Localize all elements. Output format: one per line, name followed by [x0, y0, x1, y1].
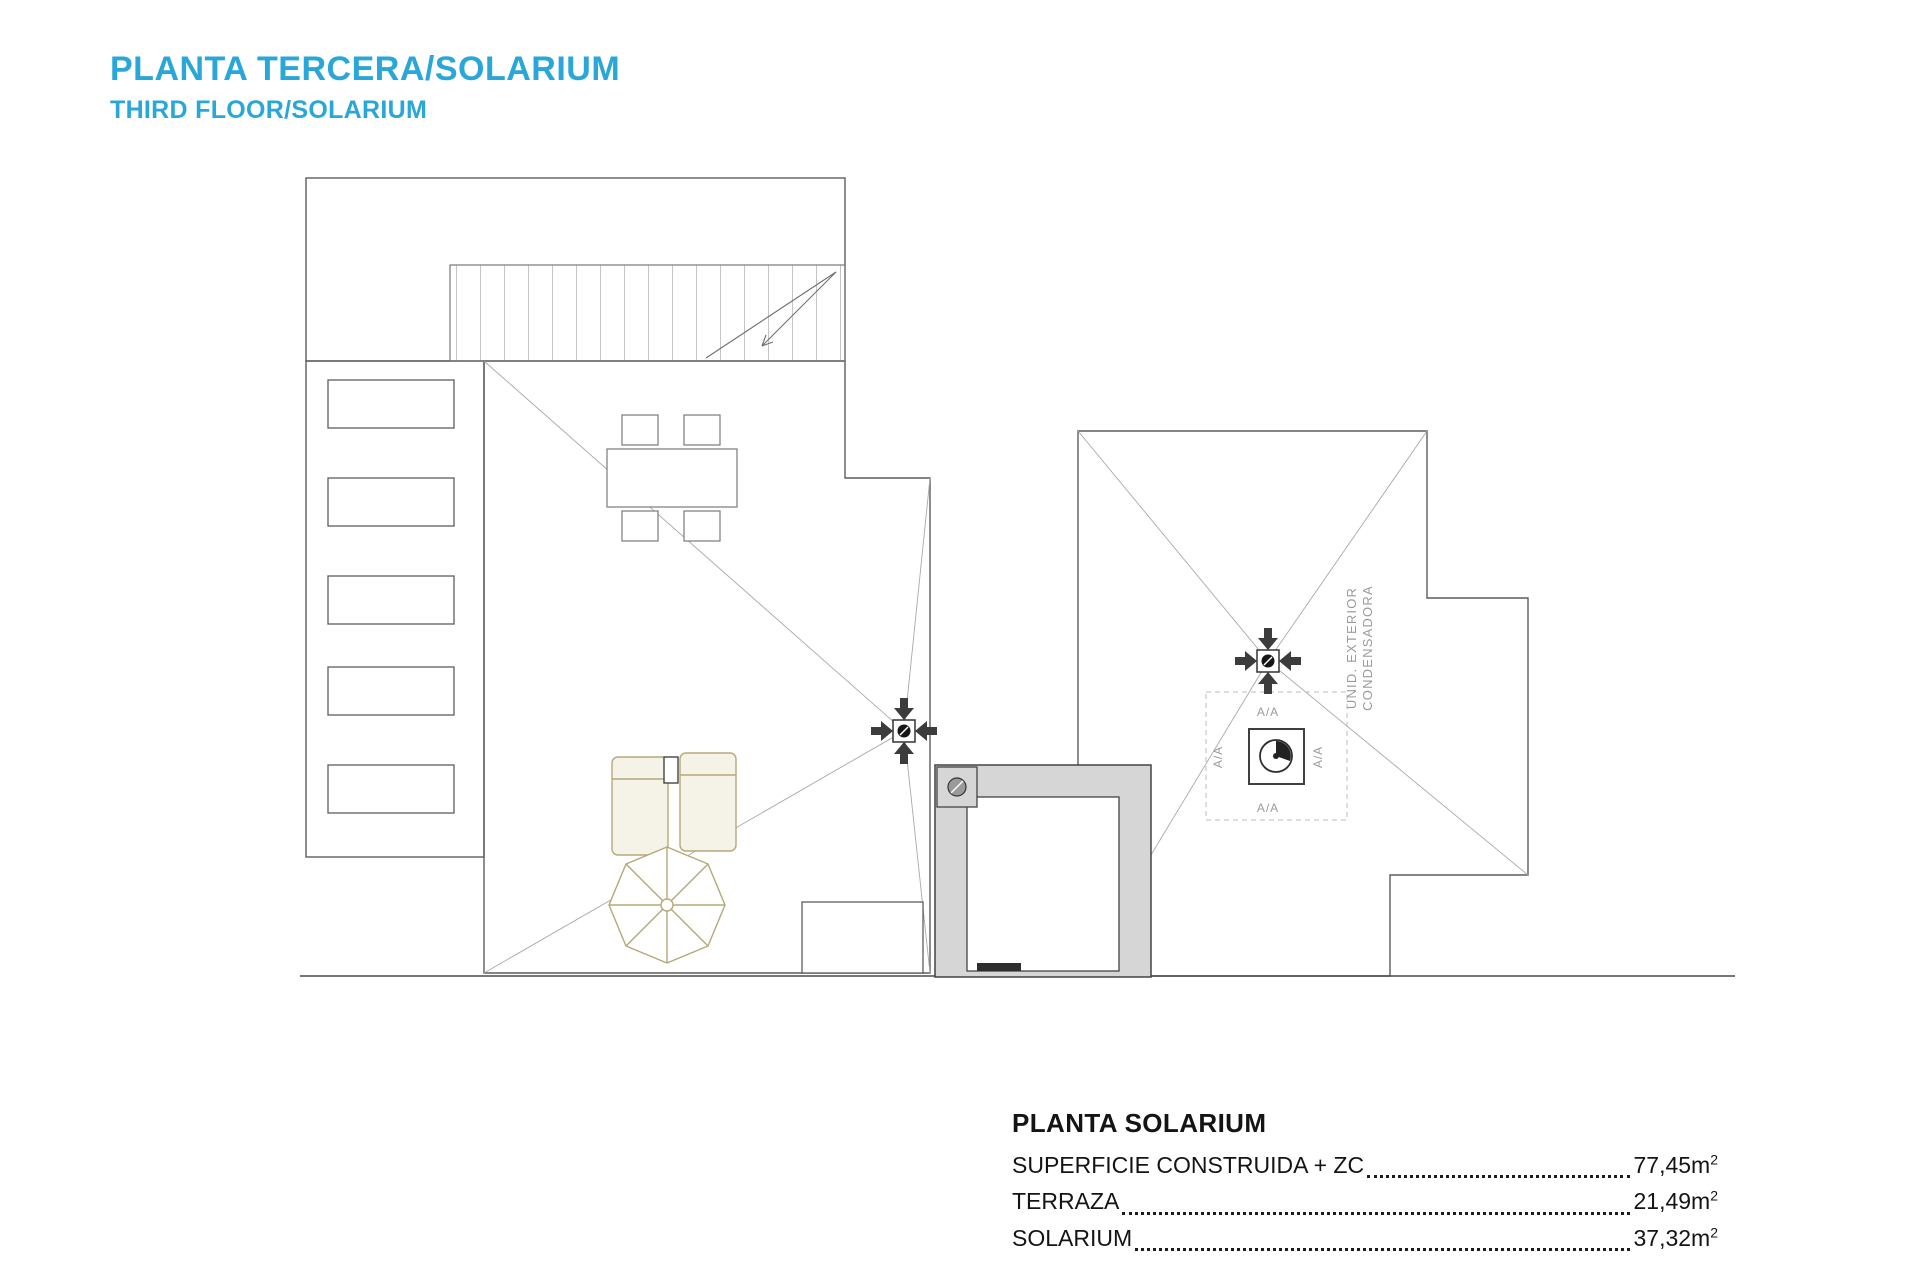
terrace-drain-icon	[870, 697, 938, 765]
legend-label: SOLARIUM	[1012, 1224, 1133, 1251]
terrace-slope-lines	[483, 360, 931, 974]
legend-row-terraza: TERRAZA 21,49m2	[1012, 1183, 1718, 1219]
area-legend: PLANTA SOLARIUM SUPERFICIE CONSTRUIDA + …	[1012, 1108, 1718, 1256]
dot-leader	[1122, 1211, 1631, 1215]
ac-exterior-unit-label-line2: CONDENSADORA	[1360, 585, 1375, 711]
page-title: PLANTA TERCERA/SOLARIUM	[110, 50, 621, 88]
solarium-drain-icon	[1234, 627, 1302, 695]
legend-value-sup: 2	[1710, 1187, 1718, 1204]
ac-condenser-unit: A/A A/A A/A A/A UNID. EXTERIOR CONDENSAD…	[1205, 585, 1375, 821]
page-header: PLANTA TERCERA/SOLARIUM THIRD FLOOR/SOLA…	[110, 50, 620, 125]
elevator-shaft	[934, 764, 1152, 978]
left-louver-windows	[327, 379, 455, 814]
stair-direction-arrow	[705, 271, 837, 359]
ac-aa-label-bottom: A/A	[1257, 801, 1279, 815]
sun-loungers	[611, 752, 737, 856]
legend-value-sup: 2	[1710, 1224, 1718, 1240]
legend-value-text: 37,32m	[1633, 1224, 1711, 1251]
step-platform	[801, 901, 924, 974]
staircase	[449, 264, 846, 362]
dot-leader	[1367, 1175, 1631, 1179]
parasol-umbrella	[608, 846, 726, 964]
legend-value: 21,49m2	[1633, 1183, 1718, 1219]
legend-label: SUPERFICIE CONSTRUIDA + ZC	[1012, 1152, 1365, 1178]
legend-value-text: 21,49m	[1633, 1188, 1711, 1215]
legend-row-superficie: SUPERFICIE CONSTRUIDA + ZC 77,45m2	[1012, 1147, 1718, 1183]
legend-value: 77,45m2	[1633, 1147, 1718, 1183]
legend-value-text: 77,45m	[1633, 1152, 1711, 1178]
legend-value: 37,32m2	[1633, 1220, 1718, 1256]
ac-exterior-unit-label-line1: UNID. EXTERIOR	[1344, 587, 1359, 709]
table-and-chairs	[606, 414, 738, 542]
legend-title: PLANTA SOLARIUM	[1012, 1108, 1267, 1138]
page-subtitle: THIRD FLOOR/SOLARIUM	[110, 96, 428, 124]
legend-value-sup: 2	[1710, 1151, 1718, 1168]
ac-aa-label-top: A/A	[1257, 705, 1279, 719]
ac-aa-label-left: A/A	[1211, 746, 1225, 768]
dot-leader	[1135, 1247, 1631, 1251]
legend-label: TERRAZA	[1012, 1188, 1120, 1215]
legend-row-solarium: SOLARIUM 37,32m2	[1012, 1220, 1718, 1256]
ac-aa-label-right: A/A	[1311, 746, 1325, 768]
